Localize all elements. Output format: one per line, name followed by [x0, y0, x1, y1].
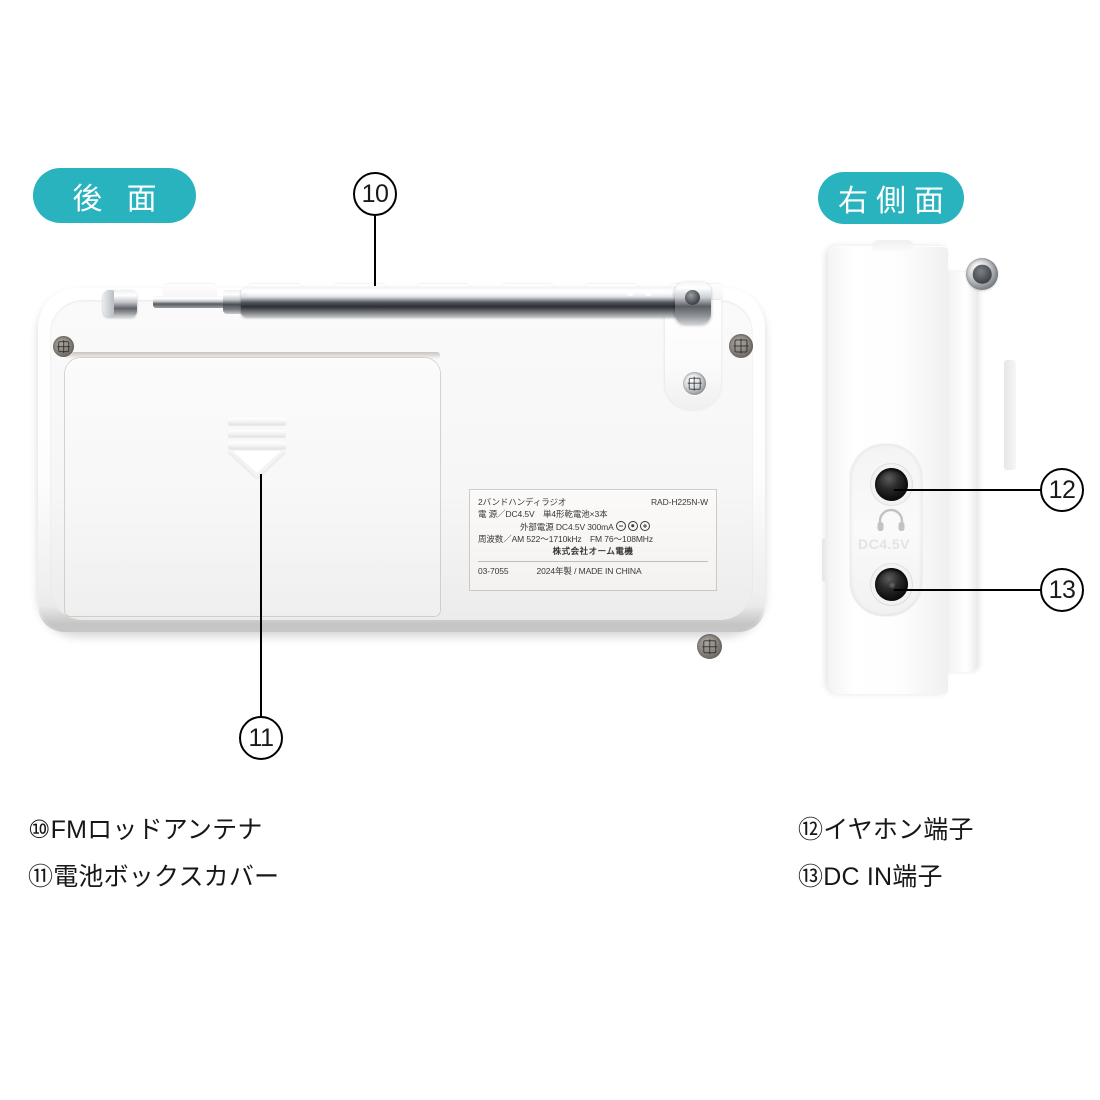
- screw-head: [687, 376, 702, 391]
- callout-leader-13: [894, 589, 1042, 592]
- antenna-tip-cap: [103, 290, 114, 317]
- legend-item-13: ⑬DC IN端子: [798, 865, 974, 890]
- legend-marker-11: ⑪: [28, 863, 54, 891]
- spec-row-footer: 03-7055 2024年製 / MADE IN CHINA: [478, 565, 708, 577]
- grip-ridge: [228, 442, 286, 449]
- spec-external-value: DC4.5V 300mA: [555, 521, 614, 532]
- antenna-highlight: [247, 290, 672, 297]
- screw-top-right: [729, 334, 753, 358]
- battery-box-cover: [65, 358, 440, 616]
- polarity-center-icon: [627, 520, 638, 531]
- legend-marker-10: ⑩: [28, 816, 51, 844]
- legend-marker-13: ⑬: [798, 863, 824, 891]
- spec-power-value: DC4.5V 単4形乾電池×3本: [505, 509, 608, 520]
- legend-marker-12: ⑫: [798, 816, 824, 844]
- spec-frequency-value: AM 522〜1710kHz FM 76〜108MHz: [511, 533, 653, 544]
- callout-leader-11: [260, 474, 263, 718]
- polarity-plus-icon: [639, 520, 650, 531]
- antenna-segment-thin: [153, 296, 227, 308]
- fm-rod-antenna: [33, 240, 773, 360]
- screw-head: [701, 638, 717, 654]
- callout-marker-13: 13: [1040, 568, 1084, 612]
- spec-manufacture-info: 2024年製 / MADE IN CHINA: [536, 565, 642, 576]
- spec-model-number: RAD-H225N-W: [651, 497, 708, 507]
- spec-product-name: 2バンドハンディラジオ: [478, 497, 567, 507]
- battery-cover-seam: [65, 352, 440, 359]
- screw-head: [733, 338, 749, 354]
- section-badge-back: 後 面: [33, 168, 196, 223]
- spec-frequency-label: 周波数／: [478, 533, 512, 544]
- antenna-marker-dot: [645, 292, 652, 296]
- legend-text-13: DC IN端子: [823, 863, 943, 891]
- dc-in-emboss-text: DC4.5V: [858, 536, 911, 552]
- legend-item-12: ⑫イヤホン端子: [798, 818, 974, 843]
- battery-cover-grip-arrow: [228, 418, 286, 480]
- screw-antenna-post: [683, 372, 706, 395]
- side-top-nub: [872, 240, 914, 252]
- dc-in-jack[interactable]: [875, 568, 908, 601]
- legend-left-column: ⑩FMロッドアンテナ ⑪電池ボックスカバー: [28, 818, 279, 890]
- callout-marker-12: 12: [1040, 468, 1084, 512]
- legend-text-11: 電池ボックスカバー: [53, 863, 280, 891]
- spec-row-product: 2バンドハンディラジオ RAD-H225N-W: [478, 496, 708, 508]
- polarity-minus-icon: [615, 520, 626, 531]
- screw-head: [56, 339, 70, 353]
- radio-back-view-illustration: 2バンドハンディラジオ RAD-H225N-W 電 源／DC4.5V 単4形乾電…: [33, 240, 773, 690]
- spec-company-name: 株式会社オーム電機: [552, 546, 634, 557]
- spec-external-label: 外部電源: [520, 521, 554, 532]
- legend-text-10: FMロッドアンテナ: [50, 816, 263, 844]
- callout-leader-12: [894, 489, 1042, 492]
- legend-item-11: ⑪電池ボックスカバー: [28, 865, 279, 890]
- screw-top-left: [53, 336, 74, 357]
- grip-ridge: [228, 418, 286, 425]
- spec-divider: [478, 560, 708, 562]
- headphone-icon: [877, 508, 905, 531]
- polarity-symbol-group: [615, 520, 650, 531]
- antenna-marker-dot: [627, 292, 634, 296]
- grip-arrow-inner: [233, 451, 281, 473]
- radio-right-side-view-illustration: DC4.5V: [820, 240, 1030, 700]
- spec-row-external-power: 外部電源 DC4.5V 300mA: [478, 520, 708, 533]
- side-antenna-hinge-screw: [966, 258, 998, 290]
- side-tab-right: [1004, 360, 1016, 470]
- section-badge-right-side: 右側面: [818, 172, 964, 224]
- callout-marker-10: 10: [353, 172, 397, 216]
- product-rating-label: 2バンドハンディラジオ RAD-H225N-W 電 源／DC4.5V 単4形乾電…: [470, 490, 716, 590]
- side-tab-left: [822, 538, 831, 582]
- antenna-hinge-pivot: [685, 290, 700, 305]
- spec-code: 03-7055: [478, 565, 509, 576]
- legend-text-12: イヤホン端子: [823, 816, 974, 844]
- spec-row-power: 電 源／DC4.5V 単4形乾電池×3本: [478, 508, 708, 520]
- spec-row-frequency: 周波数／AM 522〜1710kHz FM 76〜108MHz: [478, 533, 708, 545]
- spec-power-label: 電 源／: [478, 509, 506, 520]
- callout-marker-11: 11: [239, 716, 283, 760]
- earphone-jack[interactable]: [875, 468, 908, 501]
- grip-ridge: [228, 430, 286, 437]
- legend-item-10: ⑩FMロッドアンテナ: [28, 818, 279, 843]
- legend-right-column: ⑫イヤホン端子 ⑬DC IN端子: [798, 818, 974, 890]
- screw-bottom-right: [697, 634, 722, 659]
- callout-leader-10: [374, 216, 377, 286]
